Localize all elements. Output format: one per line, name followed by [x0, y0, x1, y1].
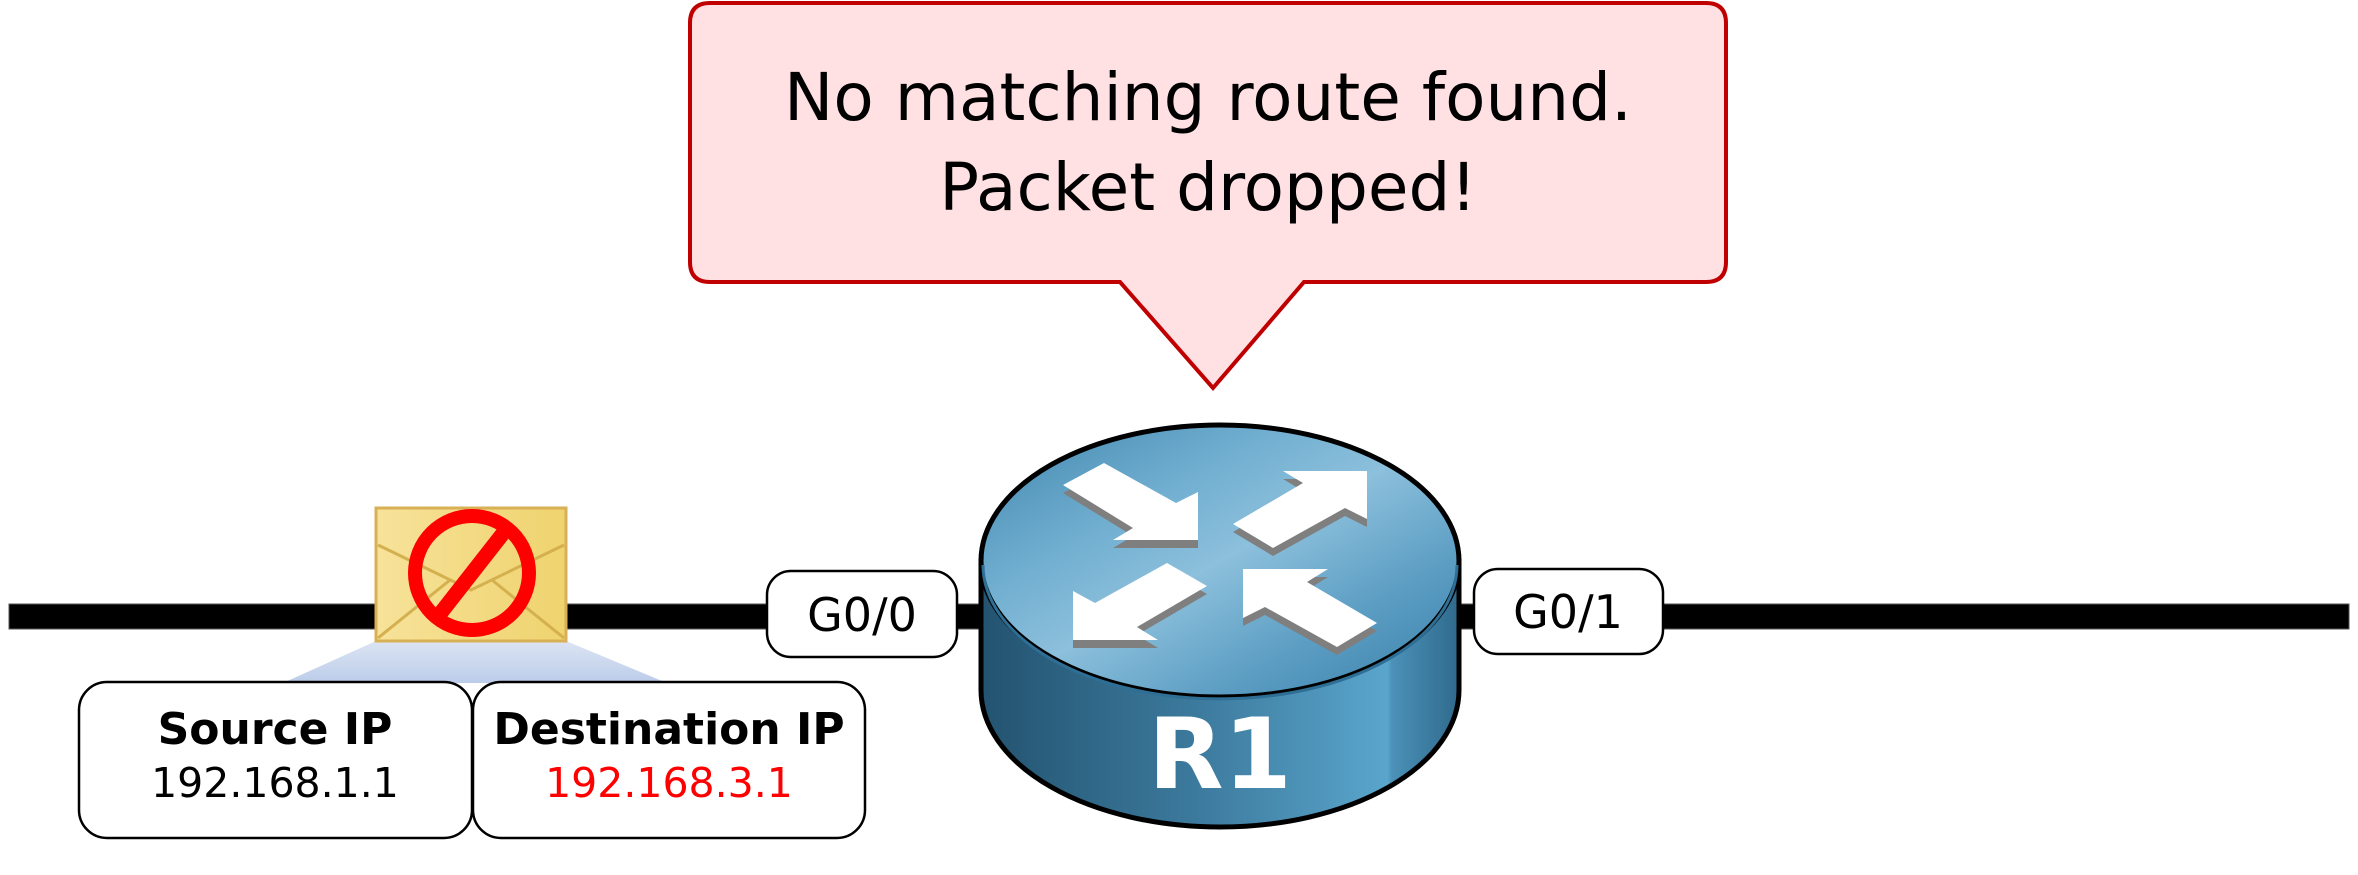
- callout-bubble: No matching route found. Packet dropped!: [688, 1, 1728, 392]
- destination-ip-box: Destination IP 192.168.3.1: [471, 680, 867, 840]
- packet-header-connector: [283, 641, 667, 683]
- arrow-down-left-icon: [1073, 563, 1207, 640]
- arrow-up-right-icon: [1233, 471, 1367, 548]
- interface-g0-0-label: G0/0: [807, 588, 917, 642]
- source-ip-box: Source IP 192.168.1.1: [77, 680, 474, 840]
- router-name: R1: [1148, 698, 1292, 812]
- interface-g0-1[interactable]: G0/1: [1472, 567, 1665, 656]
- prohibited-icon: [408, 509, 536, 637]
- interface-g0-0[interactable]: G0/0: [765, 569, 959, 659]
- destination-ip-value: 192.168.3.1: [545, 759, 793, 807]
- callout-line-2: Packet dropped!: [939, 149, 1477, 226]
- callout-line-1: No matching route found.: [784, 59, 1632, 136]
- source-ip-title: Source IP: [158, 704, 393, 755]
- router-icon[interactable]: R1: [978, 422, 1462, 830]
- callout-shape: [688, 1, 1728, 392]
- interface-g0-1-label: G0/1: [1513, 585, 1623, 639]
- arrow-up-left-icon: [1243, 569, 1377, 647]
- destination-ip-title: Destination IP: [493, 704, 844, 755]
- arrow-down-right-icon: [1063, 463, 1198, 540]
- router-top: [978, 422, 1462, 700]
- source-ip-value: 192.168.1.1: [151, 759, 399, 807]
